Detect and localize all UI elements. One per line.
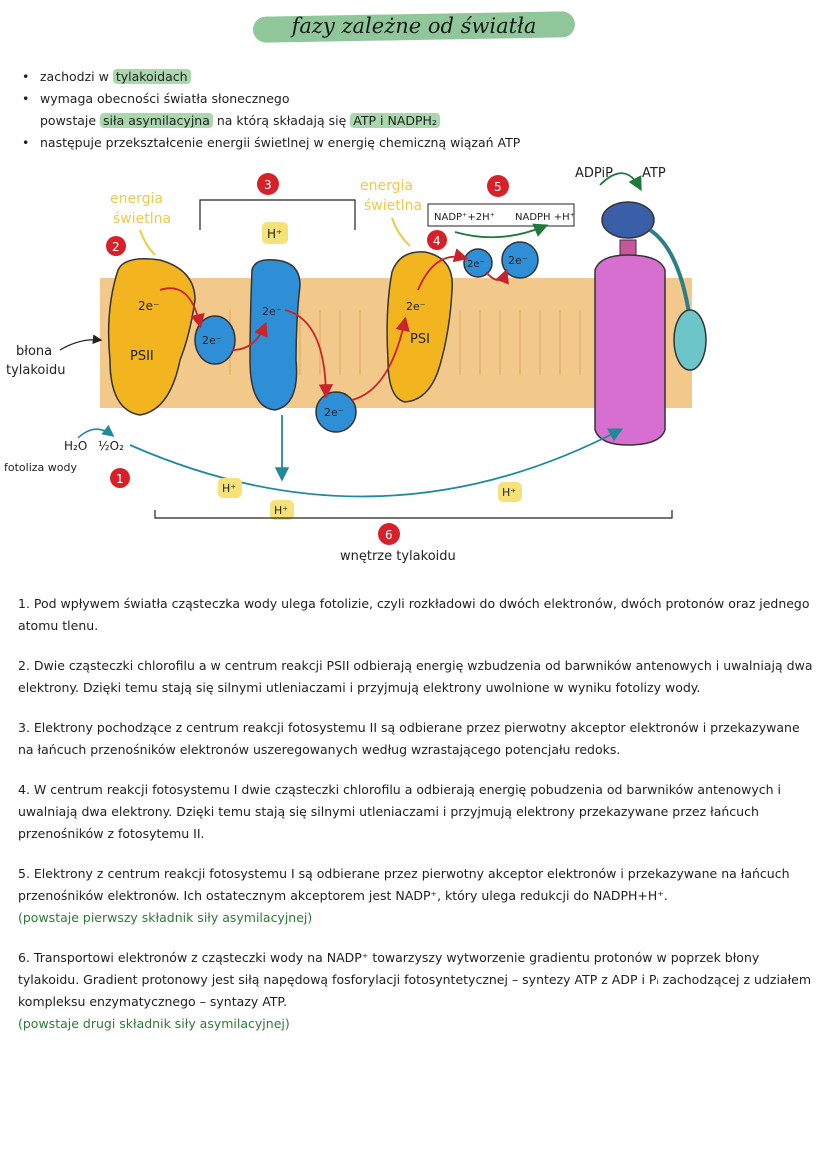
svg-text:6: 6	[385, 528, 393, 542]
ferredoxin-electrons-1: 2e⁻	[467, 259, 485, 270]
explanation-3: 3. Elektrony pochodzące z centrum reakcj…	[18, 720, 800, 757]
svg-text:5: 5	[494, 180, 502, 194]
bullet-item: • następuje przekształcenie energii świe…	[22, 135, 521, 150]
lumen-label: wnętrze tylakoidu	[340, 549, 456, 564]
highlight: tylakoidach	[112, 69, 191, 84]
complex-bracket	[199, 199, 356, 230]
badge-1: 1	[110, 468, 130, 488]
explanation-4: 4. W centrum reakcji fotosystemu I dwie …	[18, 782, 782, 841]
explanation-2: 2. Dwie cząsteczki chlorofilu a w centru…	[18, 658, 813, 695]
light-reactions-diagram: PSII 2e⁻ 2e⁻ 2e⁻ 2e⁻ PSI 2e⁻ 2e⁻ 2e⁻ ene…	[4, 166, 707, 564]
light-arrow-2	[391, 217, 411, 247]
psi-label: PSI	[410, 332, 430, 347]
psi-electrons: 2e⁻	[406, 300, 426, 313]
svg-text:1: 1	[116, 472, 124, 486]
bullet-item: • wymaga obecności światła słonecznego	[22, 91, 290, 106]
badge-5: 5	[487, 175, 509, 197]
electron-flow-arrow-4	[351, 316, 410, 401]
explanation-note: (powstaje pierwszy składnik siły asymila…	[18, 910, 313, 925]
light-energy-label-2b: świetlna	[364, 198, 422, 214]
photolysis-label: fotoliza wody	[4, 461, 77, 474]
water-label: H₂O	[64, 439, 87, 453]
proton-gradient-arrow	[129, 428, 624, 498]
numbered-explanations: 1. Pod wpływem światła cząsteczka wody u…	[18, 593, 818, 1053]
proton-label-left: H⁺	[222, 482, 236, 495]
psii-electrons: 2e⁻	[138, 299, 159, 313]
explanation-1: 1. Pod wpływem światła cząsteczka wody u…	[18, 596, 810, 633]
bullet-list: • zachodzi w tylakoidach • wymaga obecno…	[22, 66, 662, 154]
plastoquinone-carrier	[194, 315, 236, 365]
electron-flow-arrow-1	[159, 287, 205, 329]
highlight: ATP i NADPH₂	[350, 113, 440, 128]
electron-flow-arrow-6	[485, 268, 509, 285]
svg-text:4: 4	[433, 234, 441, 248]
proton-label-right: H⁺	[502, 486, 516, 499]
atp-label: ATP	[642, 166, 666, 181]
plastocyanin-carrier	[315, 391, 357, 433]
svg-text:2: 2	[112, 240, 120, 254]
bullet-item: • zachodzi w tylakoidach	[22, 66, 662, 88]
badge-2: 2	[106, 236, 126, 256]
psi-complex	[386, 251, 453, 403]
ferredoxin-electrons-2: 2e⁻	[508, 254, 528, 267]
nadph-label: NADPH +H⁺	[515, 212, 575, 223]
adp-label: ADPiP	[575, 166, 613, 181]
atp-synthase-head	[601, 201, 655, 239]
psii-complex	[107, 258, 196, 416]
svg-text:3: 3	[264, 178, 272, 192]
atp-synthase-arm	[648, 228, 692, 321]
nadp-label: NADP⁺+2H⁺	[434, 212, 495, 223]
explanation-5: 5. Elektrony z centrum reakcji fotosyste…	[18, 866, 790, 925]
psii-label: PSII	[130, 349, 154, 364]
lumen-bracket	[154, 510, 673, 519]
electron-flow-arrow-3	[284, 309, 334, 399]
page-title: fazy zależne od światła	[291, 14, 537, 38]
light-energy-label-1b: świetlna	[113, 211, 171, 227]
badge-4: 4	[427, 230, 447, 250]
proton-label-center: H⁺	[274, 504, 288, 517]
electron-flow-arrow-5	[417, 248, 469, 291]
nadp-reduction-arrow	[454, 223, 549, 239]
nadp-reaction-box	[427, 203, 575, 227]
highlight: siła asymilacyjna	[100, 113, 213, 128]
explanation-6: 6. Transportowi elektronów z cząsteczki …	[18, 950, 811, 1031]
proton-badge-center	[270, 500, 294, 520]
atp-synthase-rotor	[673, 309, 707, 371]
light-energy-label-1: energia	[110, 191, 163, 207]
membrane-label: błona	[16, 344, 52, 359]
badge-3: 3	[257, 173, 279, 195]
light-arrow-1	[139, 229, 156, 256]
cytochrome-electrons: 2e⁻	[262, 305, 282, 318]
membrane-pointer-arrow	[59, 334, 103, 351]
ferredoxin-carrier-2	[501, 241, 539, 279]
proton-badge-right	[498, 482, 522, 502]
page-title-wrap: fazy zależne od światła	[252, 8, 576, 43]
cytochrome-complex	[249, 258, 301, 411]
proton-badge-left	[218, 478, 242, 498]
badge-6: 6	[378, 523, 400, 545]
photolysis-arrow	[77, 424, 115, 439]
ferredoxin-carrier-1	[463, 248, 493, 278]
proton-label-top: H⁺	[267, 227, 282, 241]
light-energy-label-2: energia	[360, 178, 413, 194]
atp-synthase-body	[594, 254, 666, 446]
proton-badge-top	[262, 222, 288, 244]
oxygen-label: ½O₂	[98, 439, 124, 453]
plastocyanin-electrons: 2e⁻	[324, 406, 344, 419]
explanation-note: (powstaje drugi składnik siły asymilacyj…	[18, 1016, 290, 1031]
atp-synthesis-arrow	[599, 172, 642, 192]
bullet-item: powstaje siła asymilacyjna na którą skła…	[22, 110, 662, 132]
membrane-label-2: tylakoidu	[6, 363, 66, 378]
carrier-electrons-1: 2e⁻	[202, 334, 222, 347]
electron-flow-arrow-2	[231, 321, 268, 351]
